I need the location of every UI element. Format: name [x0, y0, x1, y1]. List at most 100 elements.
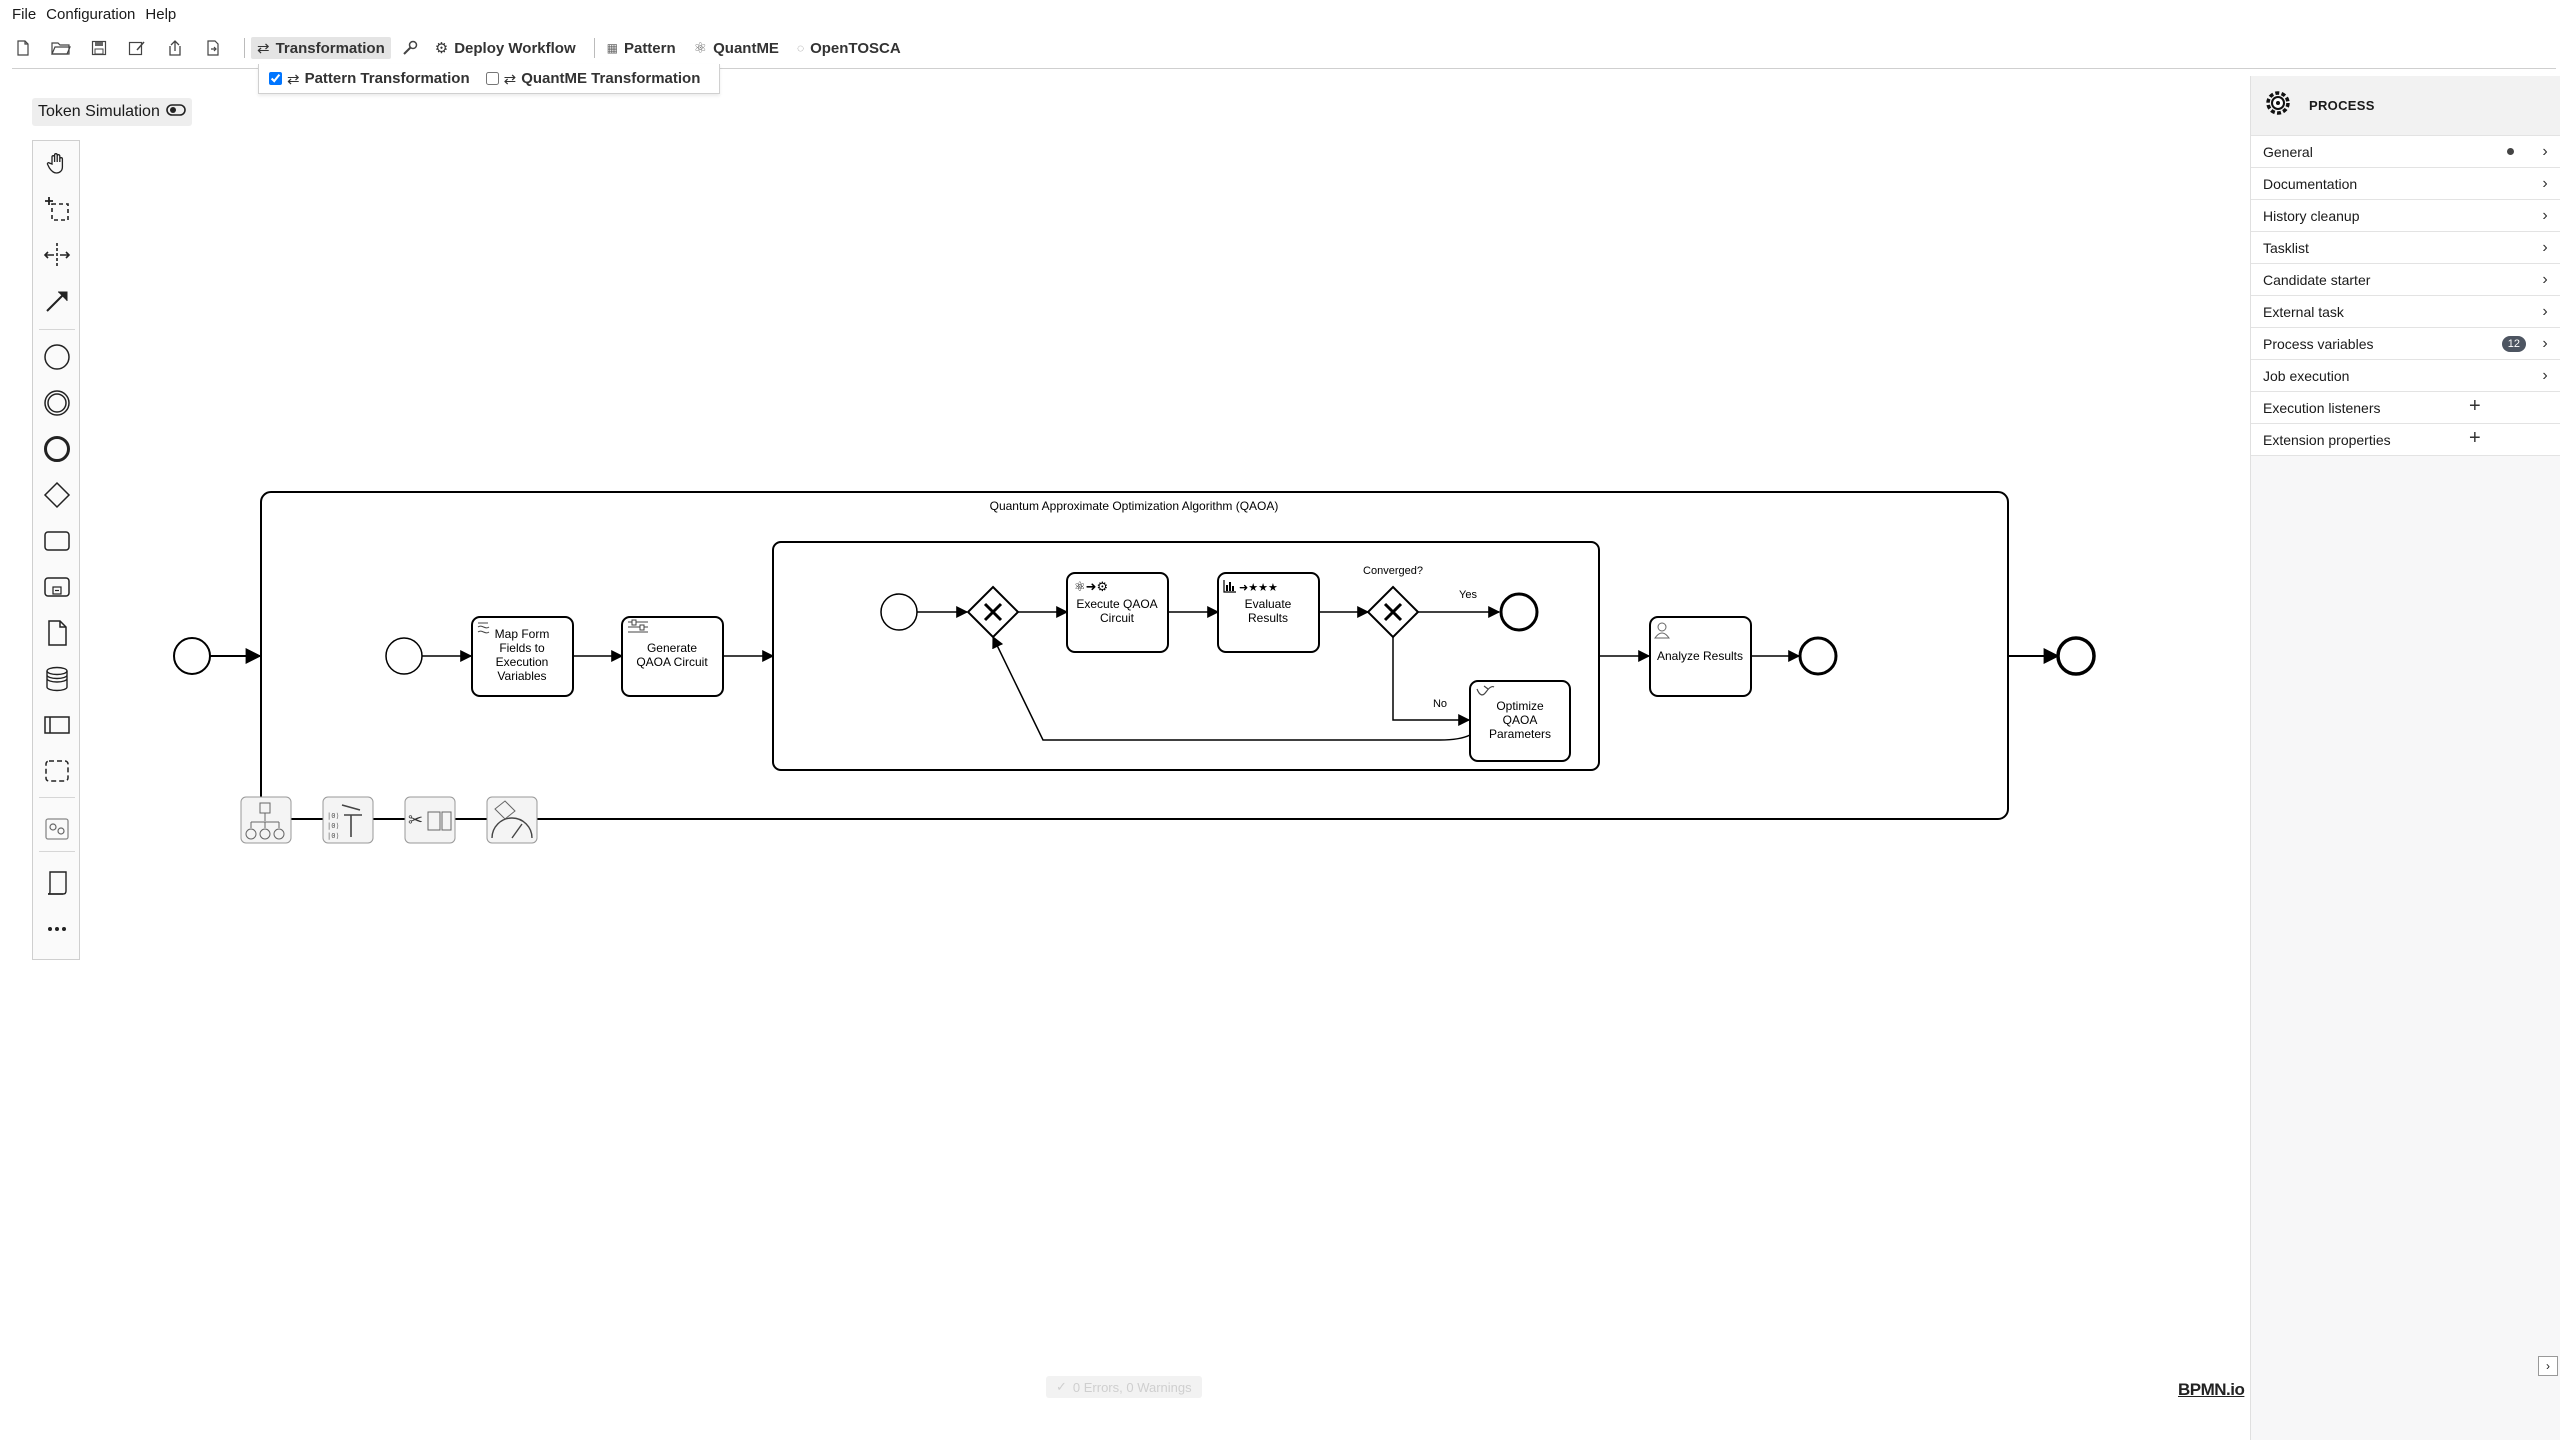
pattern-button[interactable]: ▦ Pattern: [606, 39, 676, 57]
add-property-icon[interactable]: +: [2469, 427, 2481, 449]
optimize-line2: QAOA: [1503, 713, 1538, 727]
token-simulation-toggle[interactable]: Token Simulation: [32, 98, 192, 126]
lasso-tool-icon[interactable]: [41, 193, 73, 225]
save-icon[interactable]: [86, 35, 112, 61]
group-candidate-starter[interactable]: Candidate starter ›: [2251, 264, 2560, 296]
chevron-right-icon: ›: [2542, 302, 2548, 320]
chevron-right-icon: ›: [2542, 142, 2548, 160]
data-object-icon[interactable]: [41, 617, 73, 649]
subprocess-end-event[interactable]: [1798, 636, 1838, 676]
group-general[interactable]: General ›: [2251, 136, 2560, 168]
merge-gateway[interactable]: [966, 585, 1020, 639]
upload-icon[interactable]: [162, 35, 188, 61]
outer-start-event[interactable]: [173, 637, 211, 675]
toggle-off-icon: [166, 103, 186, 121]
menu-configuration[interactable]: Configuration: [46, 6, 136, 23]
open-folder-icon[interactable]: [48, 35, 74, 61]
export-file-icon[interactable]: [200, 35, 226, 61]
wrench-icon[interactable]: [397, 35, 423, 61]
group-job-execution[interactable]: Job execution ›: [2251, 360, 2560, 392]
pattern-marker-readout-mitigation[interactable]: [486, 796, 538, 844]
quantme-task-icon[interactable]: [41, 813, 73, 845]
pattern-transformation-checkbox[interactable]: [269, 72, 282, 85]
gateway-icon[interactable]: [41, 479, 73, 511]
gear-icon: ⚙: [434, 40, 449, 57]
start-event-icon[interactable]: [41, 341, 73, 373]
pattern-marker-circuit-cutting[interactable]: ✂: [404, 796, 456, 844]
group-process-variables[interactable]: Process variables 12 ›: [2251, 328, 2560, 360]
quantme-transformation-checkbox[interactable]: [485, 72, 499, 85]
execute-circuit-task[interactable]: ⚛➜⚙ Execute QAOA Circuit: [1066, 572, 1169, 653]
text-annotation-icon[interactable]: [41, 867, 73, 899]
evaluate-results-task[interactable]: ➜★★★ Evaluate Results: [1217, 572, 1320, 653]
palette-separator: [39, 797, 75, 798]
group-icon[interactable]: [41, 755, 73, 787]
pattern-marker-orchestrated-execution[interactable]: [240, 796, 292, 844]
validation-status[interactable]: ✓ 0 Errors, 0 Warnings: [1046, 1376, 1202, 1398]
more-tools-icon[interactable]: [41, 913, 73, 945]
sequence-flow-no[interactable]: [1392, 637, 1471, 726]
flow-label-no: No: [1433, 698, 1447, 710]
execute-circuit-line2: Circuit: [1100, 611, 1135, 625]
generate-circuit-line2: QAOA Circuit: [636, 655, 708, 669]
space-tool-icon[interactable]: [41, 239, 73, 271]
svg-text:|0⟩: |0⟩: [327, 832, 340, 840]
group-history-cleanup[interactable]: History cleanup ›: [2251, 200, 2560, 232]
opentosca-button[interactable]: ◌ OpenTOSCA: [796, 39, 901, 57]
save-as-icon[interactable]: [124, 35, 150, 61]
analyze-results-label: Analyze Results: [1657, 649, 1743, 663]
gateway-label: Converged?: [1363, 565, 1423, 577]
transformation-button[interactable]: ⇄ Transformation: [251, 37, 391, 59]
menu-help[interactable]: Help: [145, 6, 177, 23]
generate-circuit-task[interactable]: Generate QAOA Circuit: [621, 616, 724, 697]
svg-text:➜★★★: ➜★★★: [1239, 581, 1278, 594]
converged-gateway[interactable]: [1366, 585, 1420, 639]
new-file-icon[interactable]: [10, 35, 36, 61]
chevron-right-icon: ›: [2542, 174, 2548, 192]
pool-icon[interactable]: [41, 709, 73, 741]
flow-label-yes: Yes: [1459, 589, 1477, 601]
toolbar-divider: [12, 68, 2556, 69]
group-extension-properties[interactable]: Extension properties +: [2251, 424, 2560, 456]
palette-separator: [39, 329, 75, 330]
bpmn-io-watermark[interactable]: BPMN.io: [2178, 1380, 2245, 1399]
toolbar-separator: [593, 38, 595, 58]
bpmn-canvas[interactable]: Quantum Approximate Optimization Algorit…: [0, 0, 2250, 1440]
quantme-button[interactable]: ⚛ QuantME: [693, 39, 779, 58]
global-connect-tool-icon[interactable]: [41, 285, 73, 317]
group-tasklist[interactable]: Tasklist ›: [2251, 232, 2560, 264]
atom-icon: ⚛: [693, 40, 708, 57]
deploy-workflow-button[interactable]: ⚙ Deploy Workflow: [434, 39, 576, 58]
loop-start-event[interactable]: [880, 593, 918, 631]
optimize-parameters-task[interactable]: Optimize QAOA Parameters: [1469, 680, 1571, 762]
add-listener-icon[interactable]: +: [2469, 395, 2481, 417]
pattern-marker-prioritized-execution[interactable]: |0⟩ |0⟩ |0⟩: [322, 796, 374, 844]
pattern-icon: ▦: [606, 41, 618, 55]
map-form-line2: Fields to: [499, 641, 545, 655]
data-store-icon[interactable]: [41, 663, 73, 695]
map-form-task[interactable]: Map Form Fields to Execution Variables: [471, 616, 574, 697]
group-execution-listeners[interactable]: Execution listeners +: [2251, 392, 2560, 424]
panel-collapse-button[interactable]: ›: [2538, 1356, 2558, 1376]
analyze-results-task[interactable]: Analyze Results: [1649, 616, 1752, 697]
pattern-transformation-option[interactable]: ⇄ Pattern Transformation: [269, 70, 470, 88]
group-documentation[interactable]: Documentation ›: [2251, 168, 2560, 200]
sequence-flow-loop-back[interactable]: [992, 635, 1471, 741]
hand-tool-icon[interactable]: [41, 147, 73, 179]
group-external-task[interactable]: External task ›: [2251, 296, 2560, 328]
evaluate-results-line1: Evaluate: [1245, 597, 1292, 611]
menu-file[interactable]: File: [12, 6, 37, 23]
optimizer-icon: [1476, 685, 1495, 696]
subprocess-start-event[interactable]: [385, 637, 423, 675]
check-icon: ✓: [1056, 1379, 1067, 1394]
task-icon[interactable]: [41, 525, 73, 557]
quantme-transformation-option[interactable]: ⇄ QuantME Transformation: [485, 70, 700, 88]
svg-text:✂: ✂: [408, 810, 423, 831]
loop-end-event[interactable]: [1499, 592, 1539, 632]
tool-palette: [32, 140, 80, 960]
outer-end-event[interactable]: [2056, 636, 2096, 676]
intermediate-event-icon[interactable]: [41, 387, 73, 419]
process-gear-icon: [2261, 86, 2295, 125]
subprocess-icon[interactable]: [41, 571, 73, 603]
end-event-icon[interactable]: [41, 433, 73, 465]
